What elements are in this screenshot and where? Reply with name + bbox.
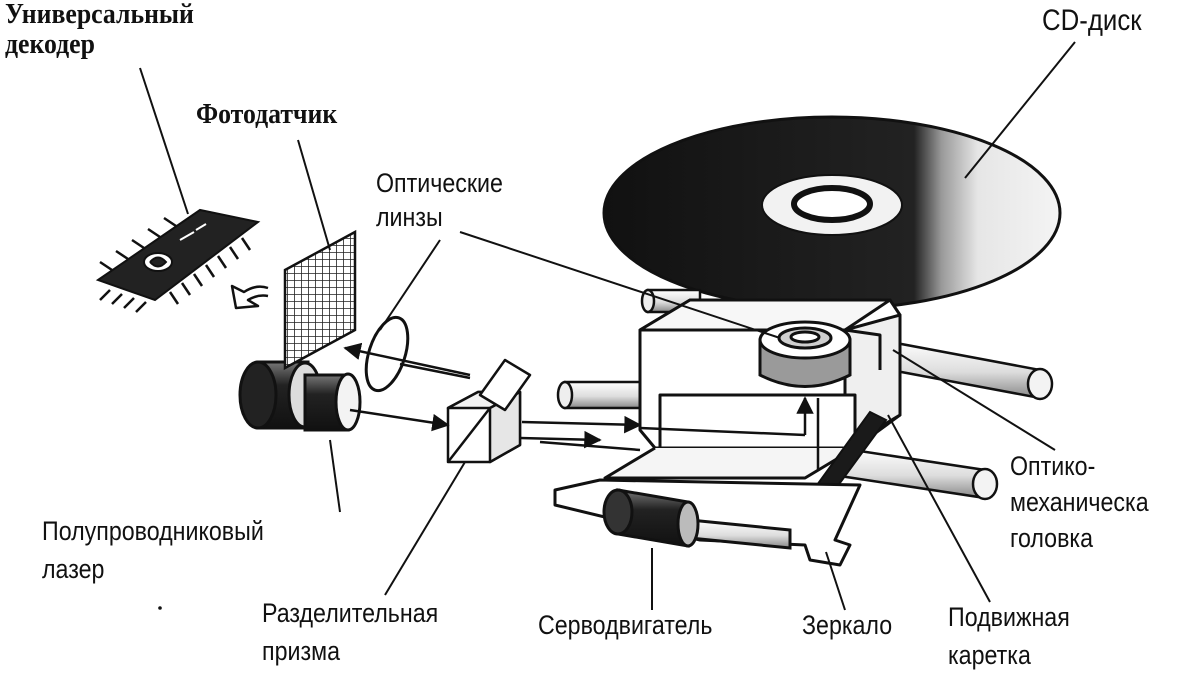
leader-lines [139, 41, 1076, 611]
label-laser-line2: лазер [42, 554, 105, 584]
objective-lens [758, 320, 852, 388]
signal-arrow [230, 284, 269, 310]
label-laser: Полупроводниковый лазер [42, 512, 264, 588]
label-lenses-line2: линзы [376, 202, 443, 232]
semiconductor-laser [238, 360, 362, 432]
label-lenses-line1: Оптические [376, 168, 503, 198]
label-servo: Серводвигатель [538, 610, 713, 640]
label-prism-line1: Разделительная [262, 598, 439, 628]
label-lenses: Оптические линзы [376, 166, 503, 234]
optical-lens [364, 315, 410, 393]
label-optomech-head: Оптико- механическа головка [1010, 448, 1149, 556]
label-decoder-line2: декодер [5, 29, 95, 60]
label-optomech-line2: механическа [1010, 487, 1149, 517]
photodetector [283, 229, 357, 371]
cd-disk [602, 115, 1062, 311]
beam-splitter-prism [446, 358, 532, 464]
label-carriage-line1: Подвижная [948, 602, 1070, 632]
label-prism: Разделительная призма [262, 594, 438, 670]
label-optomech-line3: головка [1010, 523, 1094, 553]
label-decoder: Универсальный декодер [5, 0, 194, 60]
label-photosensor: Фотодатчик [196, 99, 338, 130]
label-decoder-line1: Универсальный [5, 0, 194, 30]
label-laser-line1: Полупроводниковый [42, 516, 264, 546]
label-mirror: Зеркало [802, 610, 893, 640]
decoder-chip [95, 208, 261, 313]
laser-beams [343, 342, 820, 470]
label-cd-disk: CD-диск [1042, 4, 1142, 37]
speck [158, 606, 162, 610]
servo-motor [602, 488, 792, 550]
label-prism-line2: призма [262, 636, 340, 666]
label-carriage: Подвижная каретка [948, 598, 1070, 674]
label-carriage-line2: каретка [948, 640, 1031, 670]
label-optomech-line1: Оптико- [1010, 451, 1096, 481]
